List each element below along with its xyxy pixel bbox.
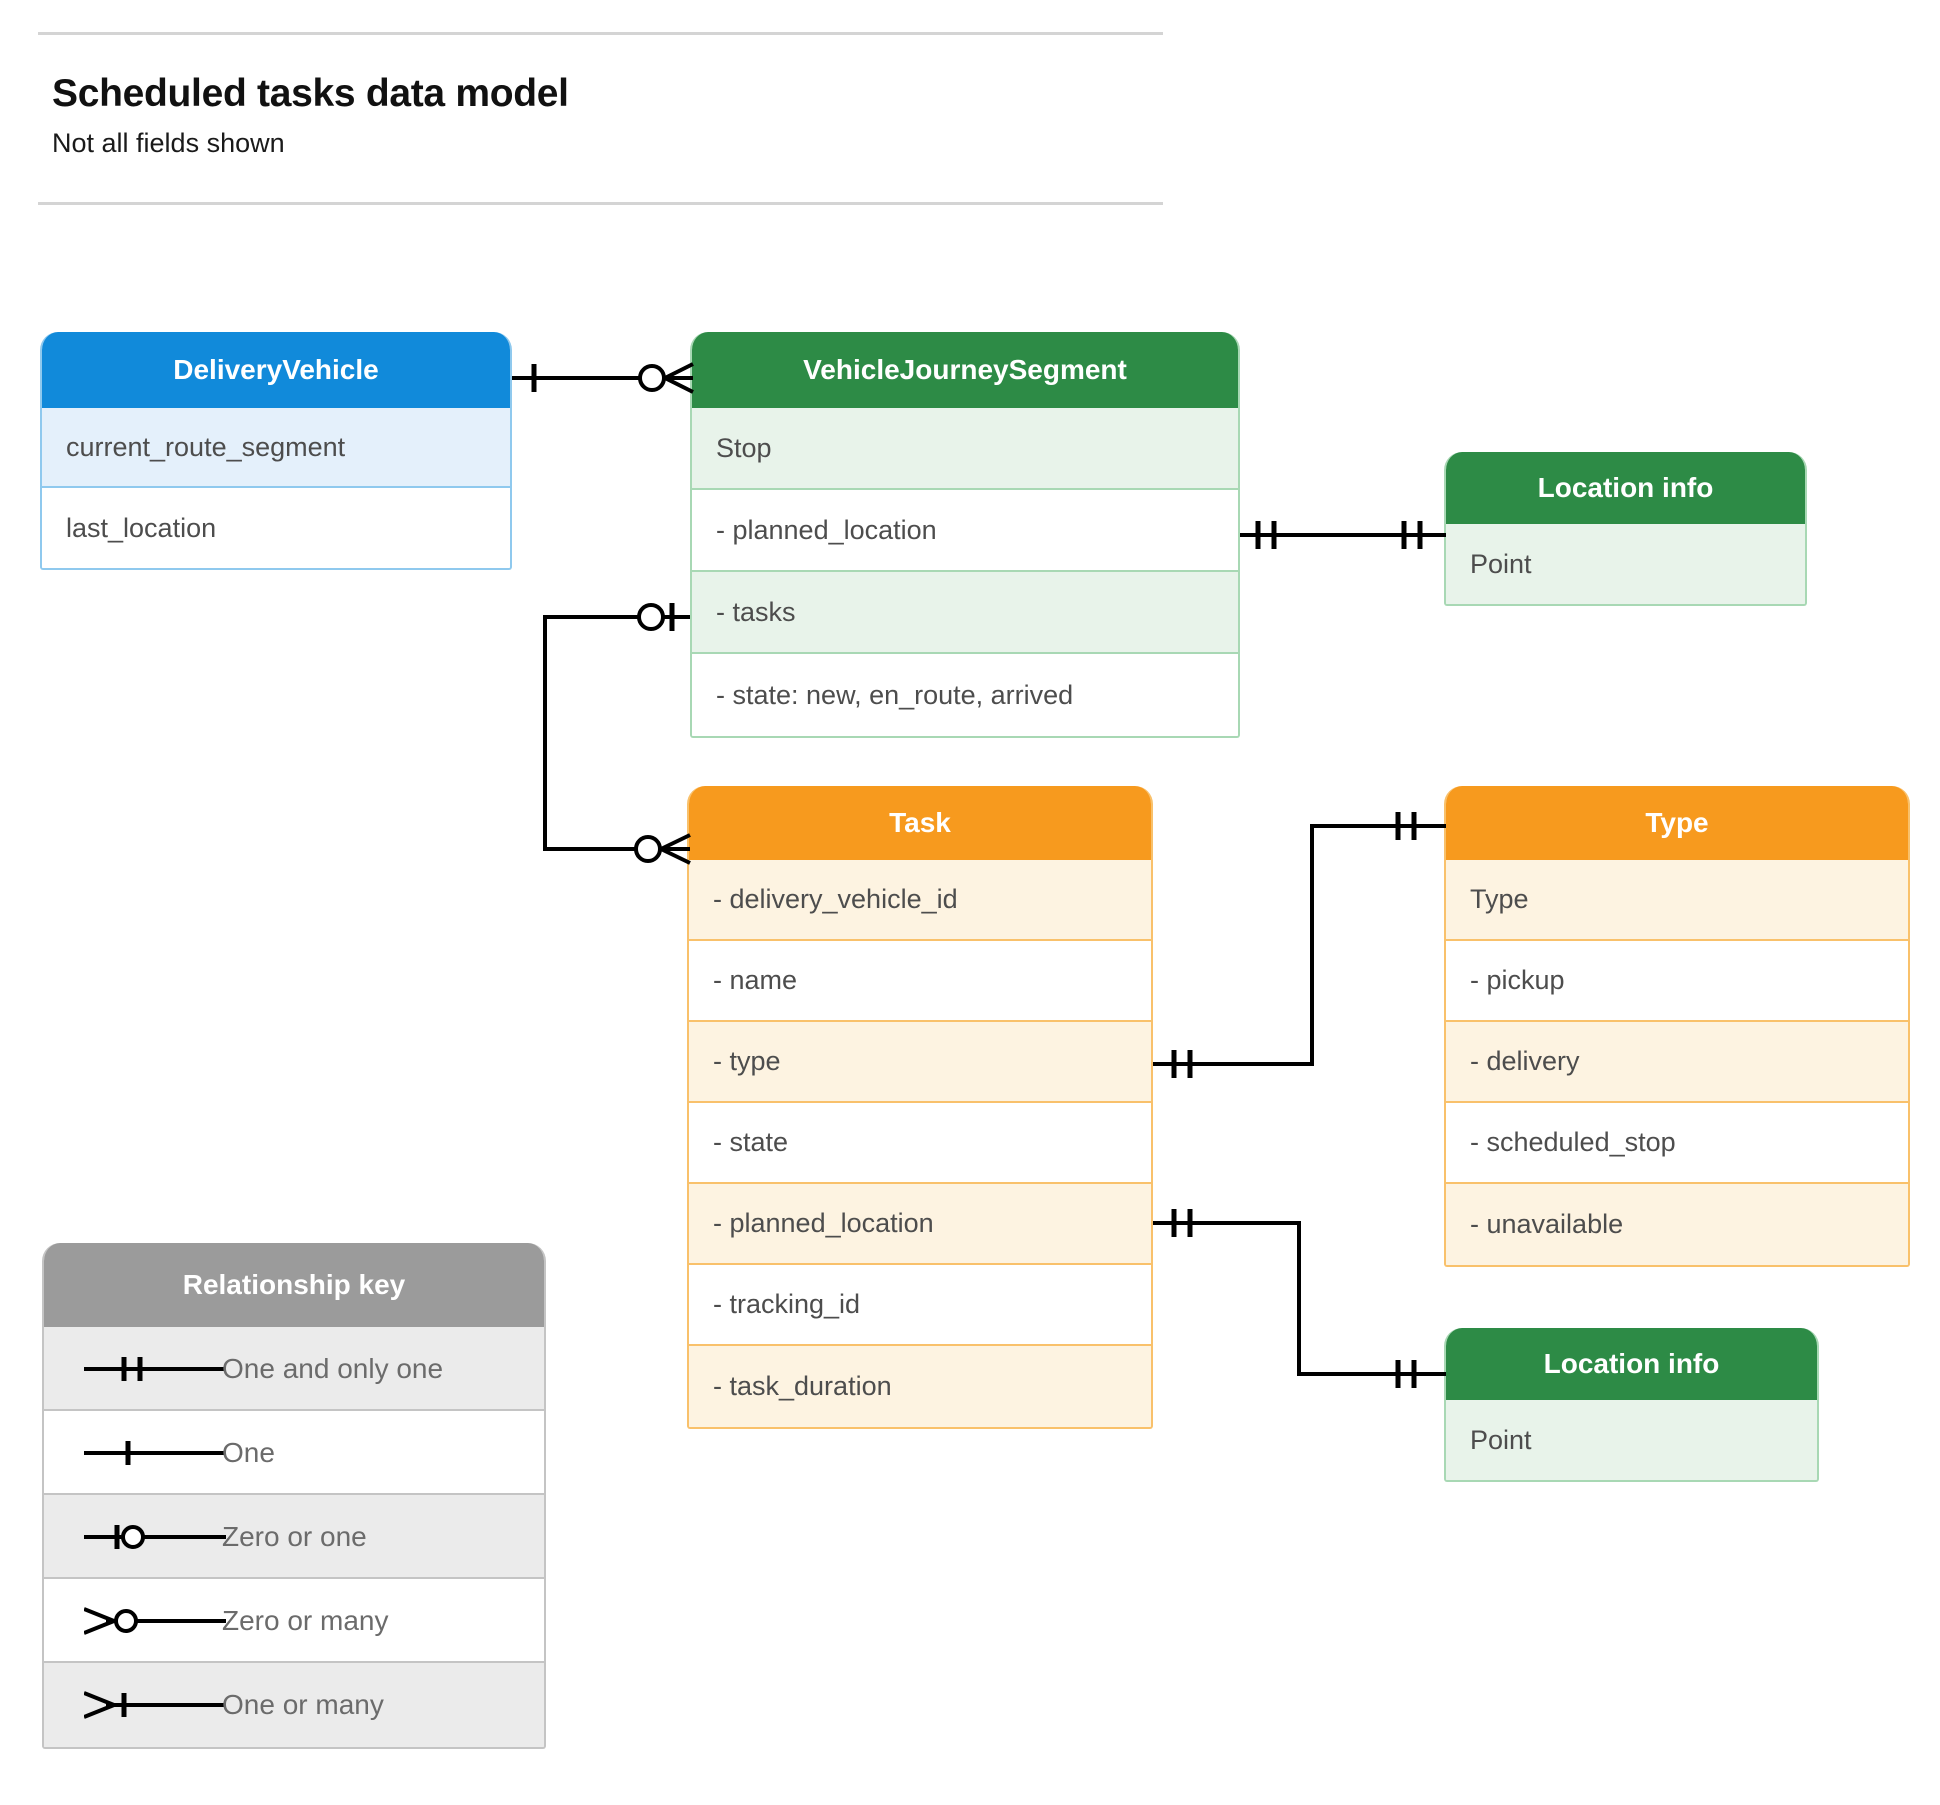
field-point-top: Point: [1446, 524, 1805, 604]
header-divider-bottom: [38, 202, 1163, 205]
field-unavailable: - unavailable: [1446, 1184, 1908, 1265]
legend-item-zero-or-many: Zero or many: [44, 1579, 544, 1663]
header-divider-top: [38, 32, 1163, 35]
legend-label-one-and-only-one: One and only one: [222, 1353, 444, 1384]
connector-task-type-type: [1153, 812, 1446, 1078]
one-or-many-icon: [83, 1691, 226, 1726]
field-task-duration: - task_duration: [689, 1346, 1151, 1427]
entity-type[interactable]: Type Type - pickup - delivery - schedule…: [1444, 786, 1910, 1267]
entity-location-info-top[interactable]: Location info Point: [1444, 452, 1807, 606]
entity-header-task: Task: [689, 786, 1151, 860]
one-icon: [84, 1439, 226, 1474]
entity-task[interactable]: Task - delivery_vehicle_id - name - type…: [687, 786, 1153, 1429]
field-pickup: - pickup: [1446, 941, 1908, 1022]
field-state-task: - state: [689, 1103, 1151, 1184]
entity-header-delivery-vehicle: DeliveryVehicle: [42, 332, 510, 408]
connector-vjs-tasks-task: [543, 603, 691, 865]
legend-item-one: One: [44, 1411, 544, 1495]
legend-header: Relationship key: [44, 1243, 544, 1327]
legend-label-zero-or-many: Zero or many: [222, 1605, 389, 1636]
field-tracking-id: - tracking_id: [689, 1265, 1151, 1346]
connector-vjs-plannedlocation-locationinfo: [1240, 521, 1446, 549]
field-planned-location: - planned_location: [692, 490, 1238, 572]
field-state: - state: new, en_route, arrived: [692, 654, 1238, 736]
entity-delivery-vehicle[interactable]: DeliveryVehicle current_route_segment la…: [40, 332, 512, 570]
legend-label-one: One: [222, 1437, 275, 1468]
entity-vehicle-journey-segment[interactable]: VehicleJourneySegment Stop - planned_loc…: [690, 332, 1240, 738]
field-type-label: Type: [1446, 860, 1908, 941]
field-planned-location-task: - planned_location: [689, 1184, 1151, 1265]
legend-item-one-or-many: One or many: [44, 1663, 544, 1747]
field-type: - type: [689, 1022, 1151, 1103]
entity-header-vehicle-journey-segment: VehicleJourneySegment: [692, 332, 1238, 408]
field-point-bottom: Point: [1446, 1400, 1817, 1480]
field-stop: Stop: [692, 408, 1238, 490]
legend-label-zero-or-one: Zero or one: [222, 1521, 367, 1552]
entity-header-location-info-top: Location info: [1446, 452, 1805, 524]
connector-task-plannedlocation-locationinfo: [1153, 1209, 1446, 1388]
field-current-route-segment: current_route_segment: [42, 408, 510, 488]
legend-relationship-key[interactable]: Relationship key One and only one One: [42, 1243, 546, 1749]
field-last-location: last_location: [42, 488, 510, 568]
entity-location-info-bottom[interactable]: Location info Point: [1444, 1328, 1819, 1482]
field-tasks: - tasks: [692, 572, 1238, 654]
zero-or-one-icon: [84, 1523, 226, 1558]
page-title: Scheduled tasks data model: [52, 72, 569, 115]
field-name: - name: [689, 941, 1151, 1022]
one-and-only-one-icon: [84, 1355, 226, 1390]
legend-item-one-and-only-one: One and only one: [44, 1327, 544, 1411]
legend-item-zero-or-one: Zero or one: [44, 1495, 544, 1579]
legend-label-one-or-many: One or many: [222, 1689, 384, 1720]
connector-deliveryvehicle-vehiclejourneysegment: [512, 362, 694, 394]
field-delivery: - delivery: [1446, 1022, 1908, 1103]
field-scheduled-stop: - scheduled_stop: [1446, 1103, 1908, 1184]
zero-or-many-icon: [83, 1607, 226, 1642]
field-delivery-vehicle-id: - delivery_vehicle_id: [689, 860, 1151, 941]
entity-header-type: Type: [1446, 786, 1908, 860]
page-subtitle: Not all fields shown: [52, 128, 285, 158]
entity-header-location-info-bottom: Location info: [1446, 1328, 1817, 1400]
